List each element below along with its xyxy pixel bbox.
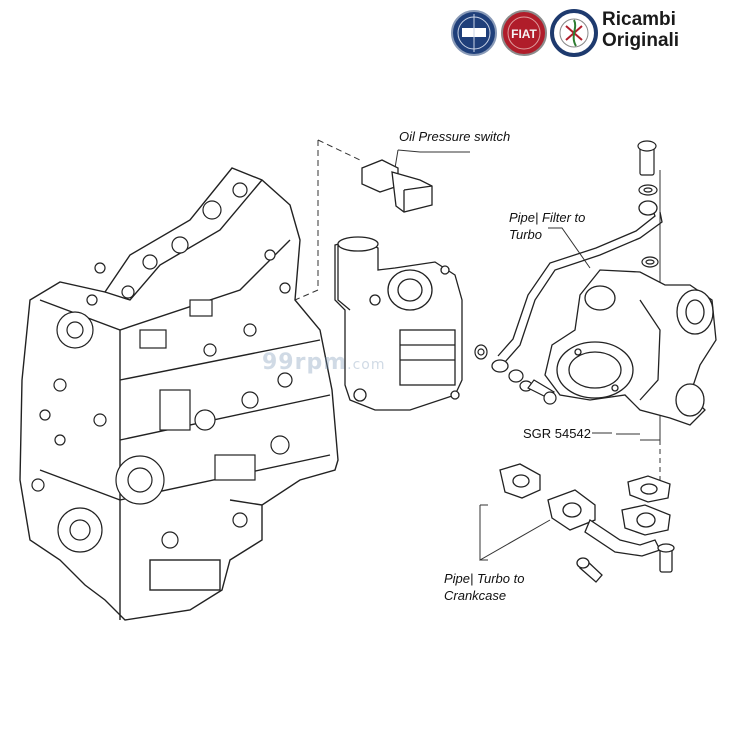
brand-title-line1: Ricambi	[602, 9, 676, 30]
leader-lines	[294, 139, 661, 561]
label-turbo-part-number: SGR 54542	[523, 426, 591, 441]
brand-title-line2: Originali	[602, 30, 680, 51]
label-pipe-filter-turbo-line1: Pipe| Filter to	[509, 210, 586, 225]
svg-text:FIAT: FIAT	[511, 27, 537, 41]
pipe-filter-to-turbo	[491, 200, 663, 373]
alfa-romeo-logo	[550, 9, 598, 57]
label-pipe-filter-turbo-line2: Turbo	[509, 227, 542, 242]
pipe-turbo-to-crankcase	[499, 463, 675, 583]
engine-details	[31, 182, 293, 553]
watermark: 99rpm.com	[262, 350, 386, 375]
label-oil-pressure-switch: Oil Pressure switch	[399, 129, 511, 144]
banjo-bolt	[474, 140, 659, 405]
lancia-logo	[451, 10, 497, 56]
brand-title: Ricambi Originali	[602, 9, 679, 51]
oil-filter-housing	[334, 236, 463, 411]
turbocharger	[544, 269, 717, 426]
fiat-logo: FIAT	[501, 10, 547, 56]
label-pipe-turbo-crankcase-line2: Crankcase	[444, 588, 507, 603]
watermark-suffix: .com	[347, 357, 386, 373]
oil-pressure-switch	[361, 159, 433, 213]
watermark-text: 99rpm	[262, 350, 348, 375]
label-pipe-turbo-crankcase-line1: Pipe| Turbo to	[444, 571, 525, 586]
